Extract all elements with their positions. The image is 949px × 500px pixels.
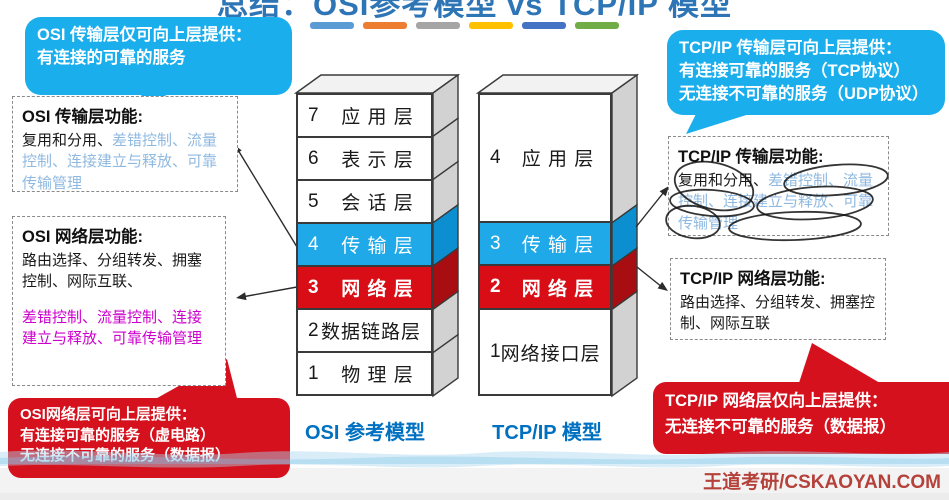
arrowhead (236, 292, 247, 301)
callout-line: 有连接可靠的服务（TCP协议） (679, 61, 910, 80)
layer-number: 3 (308, 276, 319, 298)
funcbox-tcpip-transport: TCP/IP 传输层功能: 复用和分用、差错控制、流量控制、连接建立与释放、可靠… (668, 136, 889, 236)
layer-name: 数据链路层 (320, 322, 421, 343)
bubble-tail (798, 343, 885, 386)
layer-name: 网络接口层 (500, 343, 601, 365)
page-title: 总结：OSI参考模型 vs TCP/IP 模型 (216, 0, 733, 22)
decor-dash (310, 22, 354, 29)
layer-name: 传 输 层 (521, 235, 595, 256)
layer-number: 6 (308, 147, 319, 169)
funcbox-body: 复用和分用、差错控制、流量控制、连接建立与释放、可靠传输管理 (22, 130, 228, 194)
osi-layer-2: 2 数据链路层 (298, 308, 431, 351)
callout-line: OSI 传输层仅可向上层提供： (37, 26, 252, 44)
layer-number: 4 (308, 233, 319, 255)
funcbox-body: 路由选择、分组转发、拥塞控制、网际互联 (680, 294, 876, 333)
decor-dash-row (310, 22, 619, 29)
layer-name: 物 理 层 (341, 365, 414, 386)
arrow-osi-network (241, 286, 298, 298)
tcp-side (611, 290, 638, 398)
callout-osi-network: OSI网络层可向上层提供： 有连接可靠的服务（虚电路） 无连接不可靠的服务（数据… (8, 398, 290, 478)
funcbox-title: TCP/IP 网络层功能: (680, 270, 826, 288)
funcbox-title: OSI 网络层功能: (22, 228, 144, 246)
layer-name: 应 用 层 (521, 149, 595, 171)
decor-dash (469, 22, 513, 29)
tcp-layer-3-transport: 3 传 输 层 (480, 220, 610, 265)
osi-layer-4-transport: 4 传 输 层 (298, 222, 431, 265)
funcbox-body: 复用和分用、差错控制、流量控制、连接建立与释放、可靠传输管理 (678, 170, 879, 234)
funcbox-title: OSI 传输层功能: (22, 108, 144, 126)
tcp-layer-2-network: 2 网 络 层 (480, 264, 610, 309)
watermark: 王道考研/CSKAOYAN.COM (703, 472, 941, 493)
arrow-osi-transport (237, 149, 298, 248)
callout-line: TCP/IP 传输层可向上层提供： (679, 39, 902, 57)
tcp-layer-1: 1 网络接口层 (480, 308, 610, 395)
callout-osi-transport: OSI 传输层仅可向上层提供： 有连接的可靠的服务 (25, 17, 292, 95)
osi-layer-5: 5 会 话 层 (298, 179, 431, 222)
callout-line: 无连接不可靠的服务（数据报） (665, 417, 896, 436)
arrowhead (657, 281, 668, 291)
tcp-side (611, 73, 638, 225)
layer-name: 应 用 层 (341, 107, 414, 128)
osi-stack-label: OSI 参考模型 (304, 422, 425, 444)
spacer (22, 293, 216, 307)
callout-line: 无连接不可靠的服务（数据报） (20, 447, 231, 465)
layer-name: 表 示 层 (341, 150, 414, 171)
callout-line: 有连接可靠的服务（虚电路） (20, 426, 216, 444)
osi-layer-6: 6 表 示 层 (298, 136, 431, 179)
layer-number: 2 (490, 276, 501, 298)
decor-dash (416, 22, 460, 29)
decor-dash (363, 22, 407, 29)
funcbox-osi-transport: OSI 传输层功能: 复用和分用、差错控制、流量控制、连接建立与释放、可靠传输管… (12, 96, 238, 192)
osi-side (432, 333, 459, 398)
callout-line: TCP/IP 网络层仅向上层提供： (665, 392, 888, 410)
tcpip-stack: 4 应 用 层 3 传 输 层 2 网 络 层 1 网络接口层 (478, 93, 612, 396)
osi-layer-7: 7 应 用 层 (298, 95, 431, 136)
tcp-stack-top-face (475, 74, 640, 94)
callout-tcpip-transport: TCP/IP 传输层可向上层提供： 有连接可靠的服务（TCP协议） 无连接不可靠… (667, 30, 945, 115)
layer-number: 1 (308, 362, 319, 384)
funcbox-title: TCP/IP 传输层功能: (678, 148, 824, 166)
callout-line: OSI网络层可向上层提供： (20, 406, 196, 423)
footer-strip-edge (0, 493, 949, 500)
funcbox-text-black: 复用和分用、 (22, 132, 113, 149)
layer-number: 5 (308, 190, 319, 212)
layer-number: 7 (308, 104, 319, 126)
arrow-tcp-transport (635, 191, 665, 228)
layer-number: 3 (490, 232, 501, 254)
layer-number: 1 (490, 341, 501, 363)
osi-stack: 7 应 用 层 6 表 示 层 5 会 话 层 4 传 输 层 3 网 络 层 … (296, 93, 433, 396)
arrow-tcp-network (636, 266, 663, 288)
funcbox-text-blue: 差错控制、流量控制、连接建立与释放、可靠传输管理 (22, 132, 218, 192)
tcp-layer-4: 4 应 用 层 (480, 95, 610, 221)
decor-dash (522, 22, 566, 29)
tcpip-stack-label: TCP/IP 模型 (492, 422, 602, 444)
funcbox-tcpip-network: TCP/IP 网络层功能: 路由选择、分组转发、拥塞控制、网际互联 (670, 258, 886, 340)
layer-name: 传 输 层 (341, 236, 414, 257)
layer-name: 网 络 层 (341, 279, 414, 300)
layer-name: 网 络 层 (521, 278, 595, 300)
decor-dash (575, 22, 619, 29)
osi-layer-1: 1 物 理 层 (298, 351, 431, 394)
layer-name: 会 话 层 (341, 193, 414, 214)
arrowhead (659, 186, 669, 197)
funcbox-text-magenta: 差错控制、流量控制、连接建立与释放、可靠传输管理 (22, 308, 203, 347)
layer-number: 2 (308, 319, 319, 341)
callout-line: 无连接不可靠的服务（UDP协议） (679, 84, 929, 103)
funcbox-body: 路由选择、分组转发、拥塞控制、网际互联、 (22, 252, 203, 291)
funcbox-text-black: 复用和分用、 (678, 172, 769, 189)
callout-tcpip-network: TCP/IP 网络层仅向上层提供： 无连接不可靠的服务（数据报） (653, 382, 949, 454)
osi-stack-top-face (293, 74, 461, 94)
callout-line: 有连接的可靠的服务 (37, 48, 186, 67)
osi-layer-3-network: 3 网 络 层 (298, 265, 431, 308)
layer-number: 4 (490, 146, 501, 168)
funcbox-osi-network: OSI 网络层功能: 路由选择、分组转发、拥塞控制、网际互联、 差错控制、流量控… (12, 216, 226, 386)
